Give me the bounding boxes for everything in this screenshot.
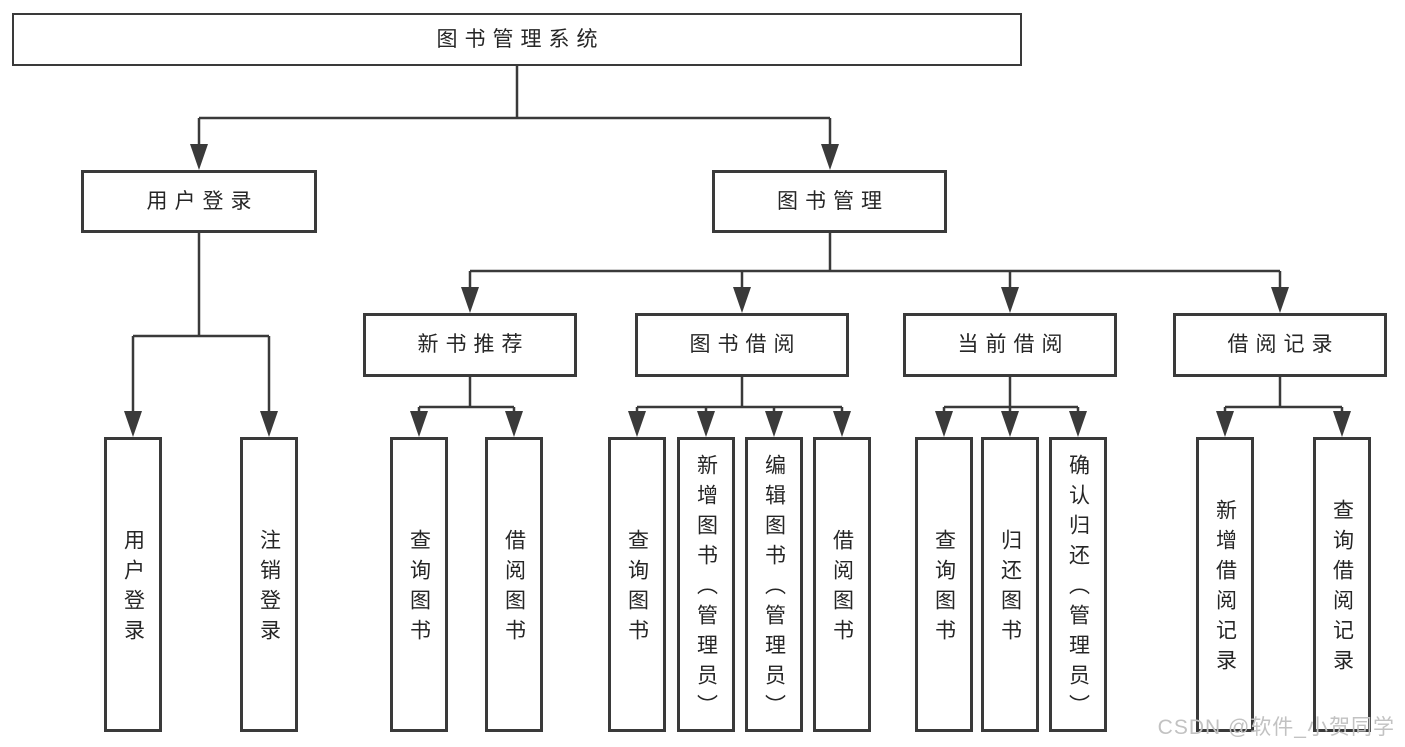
connector-new-book-recommend-to-leaves	[417, 377, 516, 414]
arrowhead	[1069, 411, 1087, 437]
node-new-book-recommend: 新书推荐	[363, 313, 577, 377]
leaf-query-borrow-record-label: 查询借阅记录	[1330, 499, 1354, 679]
arrowhead	[461, 287, 479, 313]
arrowhead	[935, 411, 953, 437]
arrowhead	[1271, 287, 1289, 313]
node-book-management-label: 图书管理	[777, 189, 889, 213]
leaf-query-books-current-label: 查询图书	[932, 529, 956, 649]
arrowhead	[833, 411, 851, 437]
node-book-borrow-label: 图书借阅	[689, 333, 802, 357]
connector-borrow-records-to-leaves	[1223, 377, 1344, 414]
leaf-logout-label: 注销登录	[257, 529, 281, 649]
leaf-borrow-books: 借阅图书	[813, 437, 871, 732]
leaf-edit-books-admin-label: 编辑图书（管理员）	[762, 454, 786, 724]
connector-book-management-to-level2	[468, 233, 1282, 290]
arrowhead	[821, 144, 839, 170]
arrowhead	[124, 411, 142, 437]
node-borrow-records-label: 借阅记录	[1227, 333, 1340, 357]
arrowhead	[765, 411, 783, 437]
arrowhead	[410, 411, 428, 437]
arrowhead	[1333, 411, 1351, 437]
leaf-query-books-borrow: 查询图书	[608, 437, 666, 732]
node-current-borrow: 当前借阅	[903, 313, 1117, 377]
leaf-user-login: 用户登录	[104, 437, 162, 732]
node-root: 图书管理系统	[12, 13, 1022, 66]
arrowhead	[1216, 411, 1234, 437]
arrowhead-group	[124, 144, 1351, 437]
leaf-return-books: 归还图书	[981, 437, 1039, 732]
arrowhead	[260, 411, 278, 437]
leaf-add-books-admin: 新增图书（管理员）	[677, 437, 735, 732]
connector-user-login-to-leaves	[131, 233, 271, 414]
node-current-borrow-label: 当前借阅	[957, 333, 1070, 357]
leaf-borrow-books-label: 借阅图书	[830, 529, 854, 649]
node-new-book-recommend-label: 新书推荐	[417, 333, 530, 357]
arrowhead	[697, 411, 715, 437]
leaf-user-login-label: 用户登录	[121, 529, 145, 649]
arrowhead	[190, 144, 208, 170]
leaf-add-borrow-record: 新增借阅记录	[1196, 437, 1254, 732]
leaf-query-books-recommend-label: 查询图书	[407, 529, 431, 649]
node-book-management: 图书管理	[712, 170, 947, 233]
leaf-borrow-books-recommend: 借阅图书	[485, 437, 543, 732]
arrowhead	[1001, 287, 1019, 313]
leaf-logout: 注销登录	[240, 437, 298, 732]
leaf-query-books-recommend: 查询图书	[390, 437, 448, 732]
node-borrow-records: 借阅记录	[1173, 313, 1387, 377]
leaf-borrow-books-recommend-label: 借阅图书	[502, 529, 526, 649]
arrowhead	[628, 411, 646, 437]
node-root-label: 图书管理系统	[436, 27, 605, 51]
leaf-add-borrow-record-label: 新增借阅记录	[1213, 499, 1237, 679]
leaf-edit-books-admin: 编辑图书（管理员）	[745, 437, 803, 732]
connector-path-group	[131, 66, 1344, 414]
leaf-confirm-return-admin-label: 确认归还（管理员）	[1066, 454, 1090, 724]
connector-root-to-level1	[197, 66, 832, 147]
leaf-confirm-return-admin: 确认归还（管理员）	[1049, 437, 1107, 732]
leaf-add-books-admin-label: 新增图书（管理员）	[694, 454, 718, 724]
connector-book-borrow-to-leaves	[635, 377, 844, 414]
watermark: CSDN @软件_小贺同学	[1157, 716, 1395, 739]
arrowhead	[1001, 411, 1019, 437]
leaf-query-borrow-record: 查询借阅记录	[1313, 437, 1371, 732]
arrowhead	[505, 411, 523, 437]
arrowhead	[733, 287, 751, 313]
node-book-borrow: 图书借阅	[635, 313, 849, 377]
leaf-query-books-current: 查询图书	[915, 437, 973, 732]
node-user-login: 用户登录	[81, 170, 317, 233]
leaf-query-books-borrow-label: 查询图书	[625, 529, 649, 649]
node-user-login-label: 用户登录	[146, 189, 259, 213]
connector-current-borrow-to-leaves	[942, 377, 1080, 414]
leaf-return-books-label: 归还图书	[998, 529, 1022, 649]
